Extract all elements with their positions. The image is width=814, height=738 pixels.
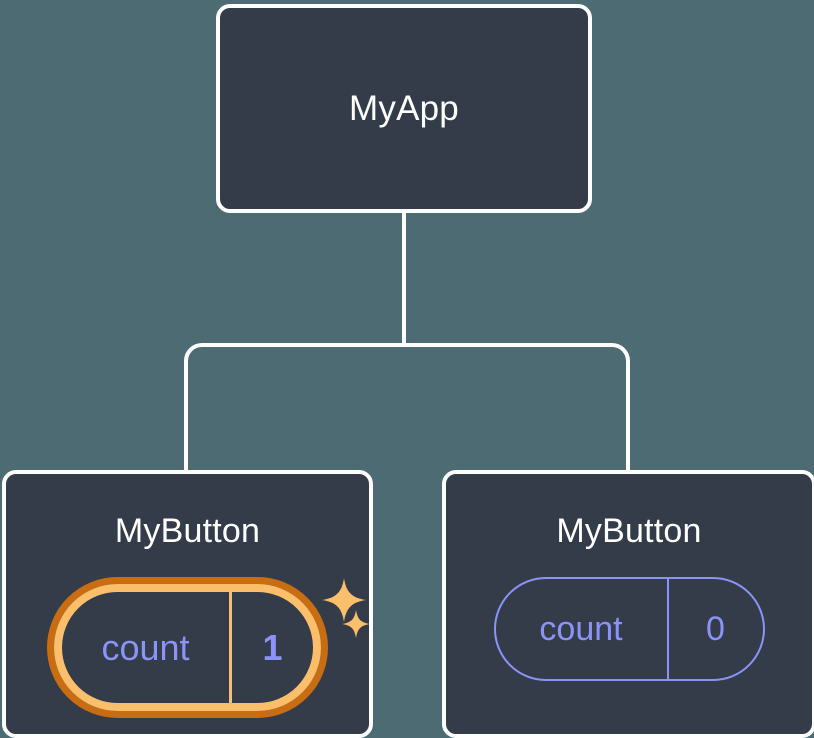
component-node-mybutton-left[interactable]: MyButton count 1 <box>2 470 373 738</box>
component-node-myapp[interactable]: MyApp <box>216 4 592 213</box>
state-pill-highlight-ring: count 1 <box>47 577 328 718</box>
edge-root-to-child-right <box>404 343 630 470</box>
state-pill-count-1[interactable]: count 1 <box>54 584 321 711</box>
component-node-label: MyButton <box>114 512 261 550</box>
state-key-label: count <box>62 592 232 703</box>
state-pill-highlighted-wrapper: count 1 <box>47 577 370 718</box>
edge-root-to-child-left <box>184 343 404 470</box>
sparkle-small-icon <box>342 610 370 638</box>
state-value-label: 0 <box>706 610 725 648</box>
component-node-label: MyButton <box>556 512 702 550</box>
state-value-label: 1 <box>262 626 283 668</box>
state-key-label: count <box>496 579 669 679</box>
state-pill-count-0[interactable]: count 0 <box>493 577 765 681</box>
state-pill-wrapper: count 0 <box>493 577 765 681</box>
component-node-label: MyApp <box>349 89 459 128</box>
component-node-mybutton-right[interactable]: MyButton count 0 <box>442 470 814 738</box>
sparkle-large-icon <box>322 578 366 622</box>
